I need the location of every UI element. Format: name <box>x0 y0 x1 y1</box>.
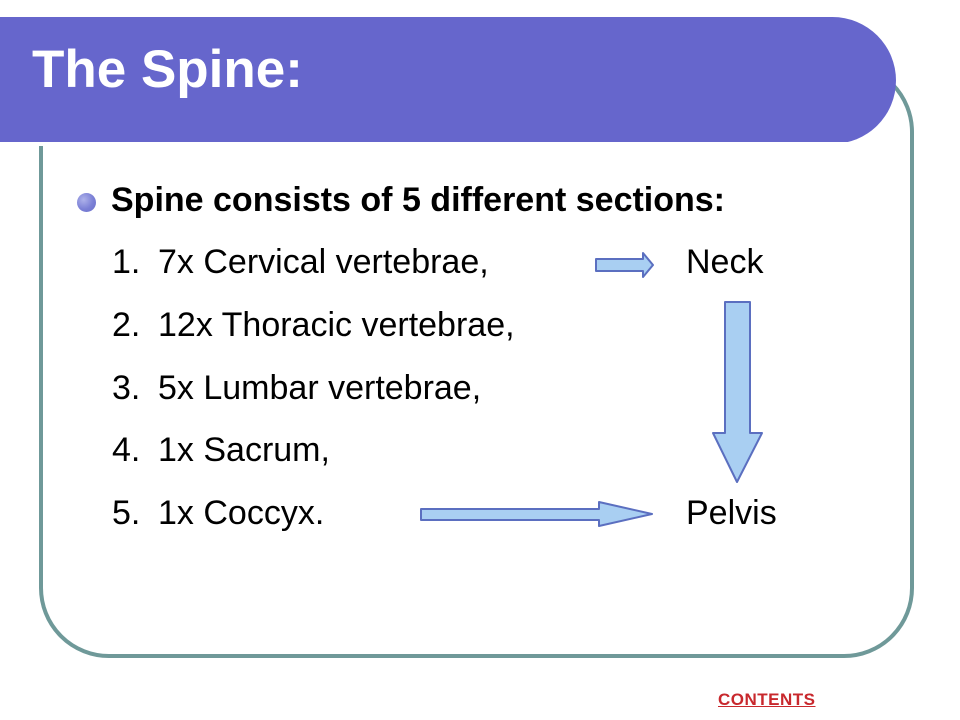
neck-label: Neck <box>686 243 764 281</box>
right-arrow-icon <box>420 501 653 527</box>
list-item-coccyx: 5. 1x Coccyx. <box>112 491 324 535</box>
list-item-number: 2. <box>112 306 141 344</box>
list-item-text: 7x Cervical vertebrae, <box>158 243 489 281</box>
list-item-thoracic: 2. 12x Thoracic vertebrae, <box>112 303 515 347</box>
pelvis-label: Pelvis <box>686 494 777 532</box>
content-frame <box>39 62 914 658</box>
list-item-cervical: 1. 7x Cervical vertebrae, <box>112 240 489 284</box>
list-item-number: 4. <box>112 431 141 469</box>
list-item-text: 1x Coccyx. <box>158 494 325 532</box>
right-arrow-icon <box>595 252 654 278</box>
list-item-lumbar: 3. 5x Lumbar vertebrae, <box>112 366 481 410</box>
list-item-text: 12x Thoracic vertebrae, <box>158 306 515 344</box>
list-item-number: 5. <box>112 494 141 532</box>
contents-link[interactable]: CONTENTS <box>718 690 816 709</box>
list-item-text: 5x Lumbar vertebrae, <box>158 369 482 407</box>
list-item-number: 3. <box>112 369 141 407</box>
list-item-number: 1. <box>112 243 141 281</box>
slide-title: The Spine: <box>32 40 303 99</box>
title-bar <box>0 17 896 146</box>
down-arrow-icon <box>712 301 763 483</box>
list-item-sacrum: 4. 1x Sacrum, <box>112 428 330 472</box>
title-underline <box>0 142 848 146</box>
list-item-text: 1x Sacrum, <box>158 431 330 469</box>
bullet-heading: Spine consists of 5 different sections: <box>111 181 726 219</box>
bullet-dot-icon <box>77 193 96 212</box>
